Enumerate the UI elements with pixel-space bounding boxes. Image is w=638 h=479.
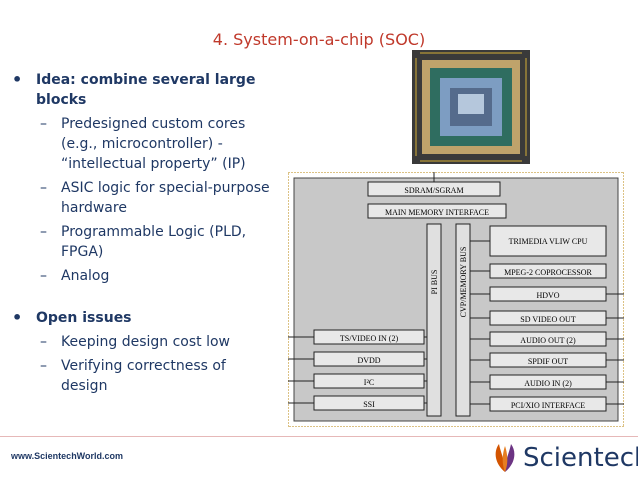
brand-logo: Scientech (491, 442, 638, 474)
block-label: PCI/XIO INTERFACE (511, 401, 585, 410)
block-label: SSI (363, 400, 375, 409)
bus-label: CVP/MEMORY BUS (459, 247, 468, 318)
chip-image (412, 50, 530, 164)
bus-label: PI BUS (430, 270, 439, 295)
brand-name: Scientech (523, 443, 638, 473)
soc-block-diagram: SDRAM/SGRAM MAIN MEMORY INTERFACE PI BUS… (288, 172, 624, 427)
block-label: AUDIO OUT (2) (520, 336, 576, 345)
block-label: I²C (364, 378, 374, 387)
bullet-text: Open issues (36, 310, 132, 326)
block-label: AUDIO IN (2) (524, 379, 572, 388)
sub-bullet: –Keeping design cost low (40, 334, 230, 350)
block-label: SDRAM/SGRAM (404, 186, 463, 195)
sub-bullet: –Predesigned custom cores (e.g., microco… (40, 116, 246, 172)
block-label: TRIMEDIA VLIW CPU (509, 237, 588, 246)
bullet-list: • Idea: combine several large blocks –Pr… (12, 70, 312, 396)
leaf-logo-icon (495, 444, 515, 472)
footer-url[interactable]: www.ScientechWorld.com (11, 451, 124, 461)
bullet-text: Idea: combine several large blocks (36, 72, 256, 108)
sub-bullet: –Analog (40, 268, 110, 284)
block-label: MAIN MEMORY INTERFACE (385, 208, 489, 217)
block-label: SPDIF OUT (528, 357, 568, 366)
bullet-item: • Open issues (12, 308, 132, 327)
sub-bullet: –ASIC logic for special-purpose hardware (40, 180, 270, 216)
bullet-item: • Idea: combine several large blocks (12, 70, 312, 110)
block-label: TS/VIDEO IN (2) (340, 334, 399, 343)
block-label: HDVO (536, 291, 559, 300)
block-label: MPEG-2 COPROCESSOR (504, 268, 592, 277)
block-label: SD VIDEO OUT (520, 315, 576, 324)
slide-title: 4. System-on-a-chip (SOC) (212, 30, 426, 49)
sub-bullet: –Programmable Logic (PLD, FPGA) (40, 224, 247, 260)
block-label: DVDD (357, 356, 380, 365)
sub-bullet: –Verifying correctness of design (40, 358, 226, 394)
footer-divider (0, 436, 638, 437)
